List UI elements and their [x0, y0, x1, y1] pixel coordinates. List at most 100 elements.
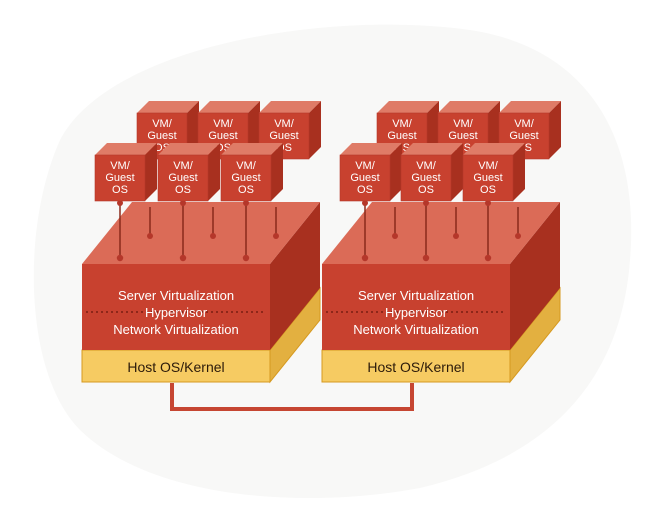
- hypervisor-label-line: Hypervisor: [145, 305, 208, 320]
- vm-label-line: VM/: [213, 118, 234, 130]
- vm-cube-top: [95, 143, 157, 155]
- connector-dot: [180, 200, 186, 206]
- connector-dot: [179, 254, 187, 262]
- connector-dot: [242, 254, 250, 262]
- connector-dot: [453, 233, 459, 239]
- vm-label-line: VM/: [416, 160, 437, 172]
- vm-cube-top: [377, 101, 439, 113]
- vm-label-line: OS: [357, 184, 373, 196]
- connector-dot: [392, 233, 398, 239]
- vm-label-line: OS: [238, 184, 254, 196]
- connector-dot: [515, 233, 521, 239]
- vm-cube-front: [157, 154, 209, 202]
- connector-dot: [361, 254, 369, 262]
- vm-label-line: Guest: [387, 130, 416, 142]
- vm-label-line: Guest: [208, 130, 237, 142]
- host-front-face: [81, 349, 271, 383]
- vm-cube-top: [438, 101, 500, 113]
- connector-dot: [117, 200, 123, 206]
- vm-label-line: Guest: [448, 130, 477, 142]
- vm-label-line: Guest: [168, 172, 197, 184]
- vm-label-line: VM/: [236, 160, 257, 172]
- vm-cube-top: [499, 101, 561, 113]
- vm-label-line: Guest: [269, 130, 298, 142]
- vm-label-line: Guest: [105, 172, 134, 184]
- vm-cube-side: [309, 101, 321, 159]
- vm-cube-front: [220, 154, 272, 202]
- connection-link: [170, 383, 414, 411]
- vm-label-line: VM/: [478, 160, 499, 172]
- connector-dot: [422, 254, 430, 262]
- vm-cube-top: [198, 101, 260, 113]
- vm-label-line: VM/: [453, 118, 474, 130]
- vm-label-line: VM/: [110, 160, 131, 172]
- connector-dot: [273, 233, 279, 239]
- connector-dot: [210, 233, 216, 239]
- connector-dot: [243, 200, 249, 206]
- vm-label-line: Guest: [350, 172, 379, 184]
- vm-cube-top: [259, 101, 321, 113]
- hypervisor-label-line: Hypervisor: [385, 305, 448, 320]
- vm-label-line: VM/: [392, 118, 413, 130]
- vm-cube-front: [462, 154, 514, 202]
- host-os-label: Host OS/Kernel: [367, 359, 464, 375]
- vm-cube-front: [400, 154, 452, 202]
- connector-dot: [484, 254, 492, 262]
- vm-cube-side: [549, 101, 561, 159]
- vm-cube-front: [339, 154, 391, 202]
- vm-cube-top: [340, 143, 402, 155]
- vm-cube-top: [463, 143, 525, 155]
- vm-cube-side: [208, 143, 220, 201]
- connector-dot: [116, 254, 124, 262]
- hypervisor-label-line: Network Virtualization: [113, 322, 238, 337]
- hypervisor-side-face: [270, 202, 320, 350]
- connector-dot: [147, 233, 153, 239]
- connector-dot: [362, 200, 368, 206]
- vm-label-line: OS: [480, 184, 496, 196]
- connector-dot: [485, 200, 491, 206]
- vm-cube-top: [221, 143, 283, 155]
- vm-cube-side: [451, 143, 463, 201]
- vm-cube-top: [158, 143, 220, 155]
- connector-dot: [423, 200, 429, 206]
- vm-label-line: Guest: [411, 172, 440, 184]
- vm-label-line: VM/: [274, 118, 295, 130]
- vm-label-line: Guest: [473, 172, 502, 184]
- vm-label-line: Guest: [147, 130, 176, 142]
- vm-label-line: VM/: [152, 118, 173, 130]
- vm-label-line: OS: [418, 184, 434, 196]
- vm-label-line: Guest: [509, 130, 538, 142]
- vm-cube-front: [94, 154, 146, 202]
- vm-label-line: OS: [175, 184, 191, 196]
- vm-cube-side: [513, 143, 525, 201]
- hypervisor-front-face: [322, 264, 510, 350]
- hypervisor-label-line: Server Virtualization: [118, 288, 234, 303]
- vm-cube-side: [390, 143, 402, 201]
- server-stack-right: Host OS/Kernel Server VirtualizationHyper…: [321, 101, 561, 384]
- vm-cube-side: [271, 143, 283, 201]
- hypervisor-label-line: Network Virtualization: [353, 322, 478, 337]
- vm-label-line: Guest: [231, 172, 260, 184]
- vm-label-line: VM/: [514, 118, 535, 130]
- vm-cube-top: [401, 143, 463, 155]
- hypervisor-top-face: [322, 202, 560, 264]
- vm-label-line: OS: [112, 184, 128, 196]
- vm-label-line: VM/: [173, 160, 194, 172]
- hypervisor-front-face: [82, 264, 270, 350]
- hypervisor-top-face: [82, 202, 320, 264]
- server-stack-left: Host OS/Kernel Server VirtualizationHyper…: [81, 101, 321, 384]
- hypervisor-label-line: Server Virtualization: [358, 288, 474, 303]
- vm-cube-top: [137, 101, 199, 113]
- hypervisor-side-face: [510, 202, 560, 350]
- host-os-label: Host OS/Kernel: [127, 359, 224, 375]
- vm-label-line: VM/: [355, 160, 376, 172]
